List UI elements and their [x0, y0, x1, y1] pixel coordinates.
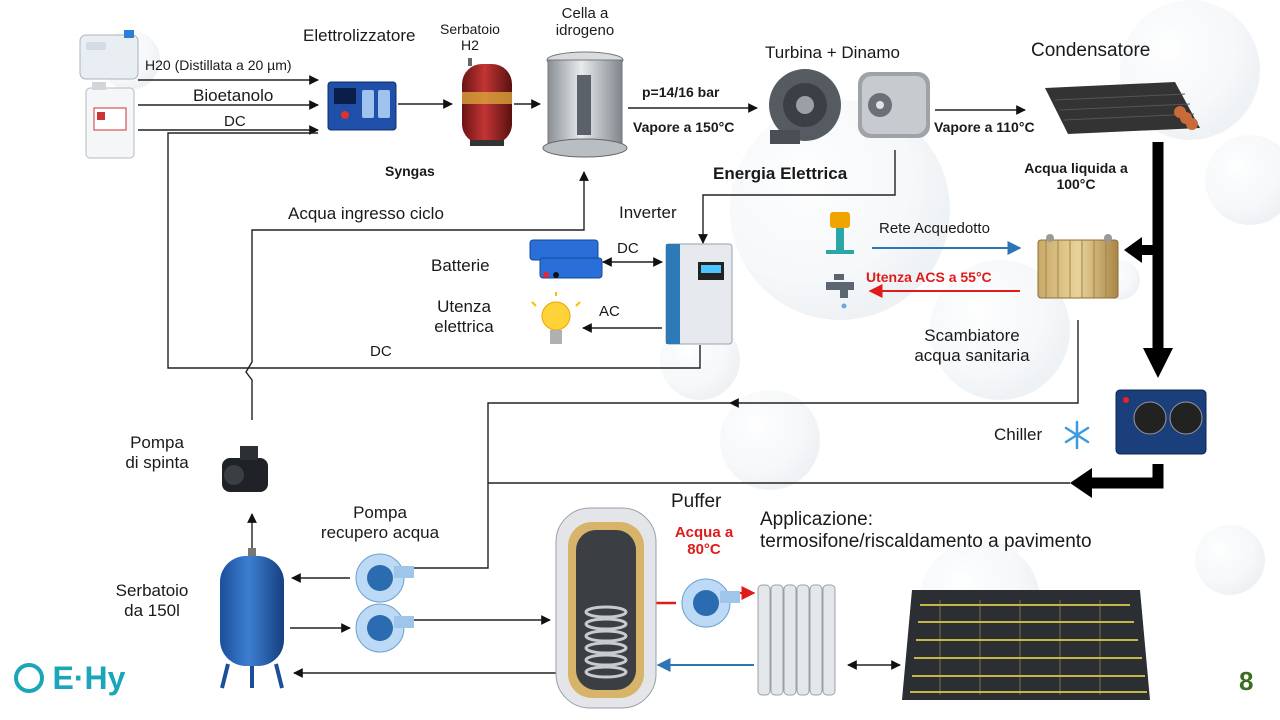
h2o-label: H20 (Distillata a 20 µm) — [145, 57, 292, 73]
vapore150-label: Vapore a 150°C — [633, 119, 735, 135]
inverter-icon — [665, 243, 733, 345]
thick-arrow-head-exchanger — [1124, 237, 1142, 263]
batterie-label: Batterie — [431, 256, 490, 275]
dc-top-label: DC — [224, 113, 246, 130]
puffer-tank-icon — [555, 507, 657, 709]
booster-pump-icon — [222, 446, 268, 492]
dc-return-line — [167, 132, 701, 369]
utenza-acs-label: Utenza ACS a 55°C — [866, 269, 992, 285]
water-tower-icon — [826, 212, 854, 254]
chemical-tank-icon — [85, 82, 135, 159]
bulb-icon — [531, 292, 581, 344]
vapore110-label: Vapore a 110°C — [934, 119, 1035, 135]
bioetanolo-label: Bioetanolo — [193, 86, 274, 105]
acqua-ingresso-line — [245, 171, 589, 420]
hydrogen-cell-icon — [542, 51, 628, 158]
condenser-icon — [1045, 82, 1200, 134]
flow-lines — [138, 75, 1079, 678]
snowflake-icon — [1064, 420, 1090, 450]
turbine-icon — [769, 69, 841, 144]
applicazione-label: Applicazione:termosifone/riscaldamento a… — [760, 509, 1092, 552]
heat-exchanger-icon — [1037, 234, 1119, 299]
acqua-ingresso-label: Acqua ingresso ciclo — [288, 204, 444, 223]
puffer-label: Puffer — [671, 491, 722, 512]
faucet-icon — [826, 274, 854, 309]
pressione-label: p=14/16 bar — [642, 84, 720, 100]
logo-molecule-icon — [14, 663, 44, 694]
thick-arrow-head-left — [1070, 468, 1092, 498]
centrifugal-pump-icon — [355, 553, 740, 653]
energy-to-inverter-arrow — [698, 150, 896, 244]
inverter-label: Inverter — [619, 203, 677, 222]
scambiatore-return-arrow — [729, 320, 1079, 408]
thick-arrow-head-down — [1143, 348, 1173, 378]
elettrolizzatore-label: Elettrolizzatore — [303, 26, 416, 45]
radiator-icon — [757, 584, 836, 696]
dynamo-icon — [858, 72, 930, 138]
page-number: 8 — [1239, 666, 1254, 696]
ehy-logo: E·Hy — [14, 660, 125, 697]
rete-label: Rete Acquedotto — [879, 220, 990, 237]
floor-heating-icon — [902, 590, 1150, 700]
dc-battery-label: DC — [617, 240, 639, 257]
dc-bottom-label: DC — [370, 343, 392, 360]
expansion-tank-icon — [220, 548, 284, 689]
syngas-label: Syngas — [385, 163, 435, 179]
recupero-line — [413, 402, 730, 569]
chiller-label: Chiller — [994, 425, 1043, 444]
condensatore-label: Condensatore — [1031, 40, 1151, 61]
water-canister-icon — [79, 30, 139, 80]
turbina-label: Turbina + Dinamo — [765, 43, 900, 62]
ac-label: AC — [599, 303, 620, 320]
electrolyzer-icon — [327, 81, 397, 131]
chiller-icon — [1115, 389, 1207, 455]
h2-tank-icon — [462, 58, 512, 146]
battery-icon — [529, 239, 603, 279]
energia-label: Energia Elettrica — [713, 164, 848, 183]
logo-text: E·Hy — [52, 660, 126, 696]
